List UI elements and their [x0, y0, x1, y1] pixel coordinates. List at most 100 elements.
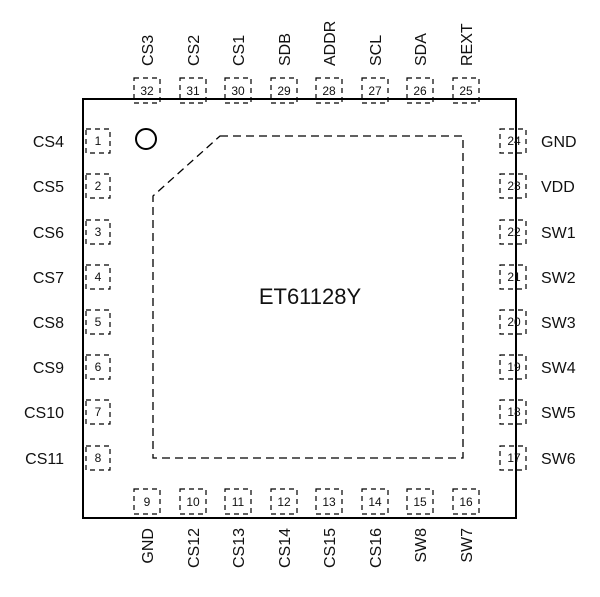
pin-number: 21	[507, 270, 521, 284]
pin-number: 14	[368, 495, 382, 509]
pin-top: 27 SCL	[361, 35, 389, 104]
top-pin-pad	[133, 77, 161, 104]
pin-label: SDB	[277, 33, 294, 66]
pin-left: 5 CS8	[33, 309, 111, 335]
pin-right: 17 SW6	[499, 445, 576, 471]
right-pin-pad	[499, 128, 527, 154]
right-pin-pad	[499, 173, 527, 199]
chip-name: ET61128Y	[259, 284, 362, 309]
top-pin-pad	[179, 77, 207, 104]
pin-number: 10	[186, 495, 200, 509]
pin-label: SW5	[541, 405, 576, 422]
top-pin-pad	[270, 77, 298, 104]
pin-label: SW7	[459, 528, 476, 563]
left-pin-pad	[85, 309, 111, 335]
left-pin-pad	[85, 219, 111, 245]
pin-number: 19	[507, 360, 521, 374]
pin-number: 11	[232, 495, 245, 509]
pin-label: CS8	[33, 315, 64, 332]
pin-number: 29	[277, 84, 291, 98]
top-pin-pad	[452, 77, 480, 104]
pin-label: SCL	[368, 35, 385, 66]
pin-right: 18 SW5	[499, 399, 576, 425]
pin-number: 8	[95, 451, 102, 465]
bottom-pin-pad	[452, 488, 480, 515]
pin-number: 7	[95, 405, 102, 419]
left-pin-pad	[85, 173, 111, 199]
pin-number: 30	[231, 84, 245, 98]
pin-label: SW1	[541, 225, 576, 242]
pin-label: SW3	[541, 315, 576, 332]
pin-top: 30 CS1	[224, 35, 252, 104]
top-pin-pad	[224, 77, 252, 104]
pin-number: 17	[507, 451, 521, 465]
pin-label: CS3	[140, 35, 157, 66]
pin-number: 12	[277, 495, 291, 509]
right-pin-pad	[499, 354, 527, 380]
pin-number: 27	[368, 84, 382, 98]
left-pin-pad	[85, 264, 111, 290]
pin-right: 19 SW4	[499, 354, 576, 380]
top-pin-pad	[315, 77, 343, 104]
pin-label: CS10	[24, 405, 64, 422]
bottom-pin-pad	[361, 488, 389, 515]
pin-label: SW4	[541, 360, 576, 377]
pin-number: 5	[95, 315, 102, 329]
pin-top: 32 CS3	[133, 35, 161, 104]
pin-number: 28	[322, 84, 336, 98]
pin-number: 9	[144, 495, 151, 509]
bottom-pin-pad	[270, 488, 298, 515]
pin-top: 29 SDB	[270, 33, 298, 104]
pin-number: 3	[95, 225, 102, 239]
pin-label: GND	[140, 528, 157, 564]
top-pin-pad	[361, 77, 389, 104]
pin-right: 22 SW1	[499, 219, 576, 245]
pin-left: 3 CS6	[33, 219, 111, 245]
pin-label: VDD	[541, 179, 575, 196]
pin-label: CS16	[368, 528, 385, 568]
pin-number: 26	[413, 84, 427, 98]
bottom-pin-pad	[315, 488, 343, 515]
pin-top: 31 CS2	[179, 35, 207, 104]
right-pin-pad	[499, 219, 527, 245]
pin-label: SW2	[541, 270, 576, 287]
pin-label: SDA	[413, 33, 430, 66]
pin-label: CS6	[33, 225, 64, 242]
pin-number: 2	[95, 179, 102, 193]
pin-label: ADDR	[322, 21, 339, 66]
pin-label: CS15	[322, 528, 339, 568]
pin-number: 31	[186, 84, 200, 98]
pin1-marker-icon	[135, 128, 157, 150]
pin-number: 6	[95, 360, 102, 374]
pin-label: CS1	[231, 35, 248, 66]
package-outline	[82, 98, 517, 519]
pin-label: CS13	[231, 528, 248, 568]
exposed-pad-outline	[152, 135, 464, 459]
pin-label: SW6	[541, 451, 576, 468]
pin-label: CS2	[186, 35, 203, 66]
right-pin-pad	[499, 264, 527, 290]
pin-top: 28 ADDR	[315, 21, 343, 104]
pin-label: CS14	[277, 528, 294, 568]
pin-top: 26 SDA	[406, 33, 434, 104]
bottom-pin-pad	[179, 488, 207, 515]
pin-number: 32	[140, 84, 154, 98]
pin-number: 22	[507, 225, 521, 239]
bottom-pin-pad	[406, 488, 434, 515]
pin-number: 18	[507, 405, 521, 419]
left-pin-pad	[85, 128, 111, 154]
